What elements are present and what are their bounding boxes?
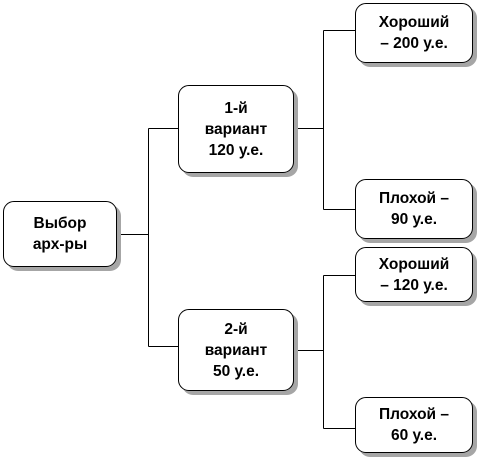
node-variant-2-label: 2-й вариант 50 у.е. [204,320,268,380]
node-variant-1-label: 1-й вариант 120 у.е. [204,99,268,159]
node-variant-1-bad-label: Плохой – 90 у.е. [378,190,450,228]
node-variant-1-good-outcome: Хороший – 200 у.е. [355,3,473,63]
node-variant-1-bad-outcome: Плохой – 90 у.е. [355,179,473,239]
node-variant-2-good-outcome: Хороший – 120 у.е. [355,247,473,302]
node-architecture-choice: Выбор арх-ры [3,201,117,267]
node-variant-2-bad-outcome: Плохой – 60 у.е. [355,397,473,453]
node-variant-2: 2-й вариант 50 у.е. [178,309,294,391]
node-variant-2-good-label: Хороший – 120 у.е. [378,255,450,294]
node-variant-1: 1-й вариант 120 у.е. [178,85,294,173]
node-variant-1-good-label: Хороший – 200 у.е. [378,14,450,52]
node-architecture-choice-label: Выбор арх-ры [32,215,88,253]
node-variant-2-bad-label: Плохой – 60 у.е. [378,406,450,444]
